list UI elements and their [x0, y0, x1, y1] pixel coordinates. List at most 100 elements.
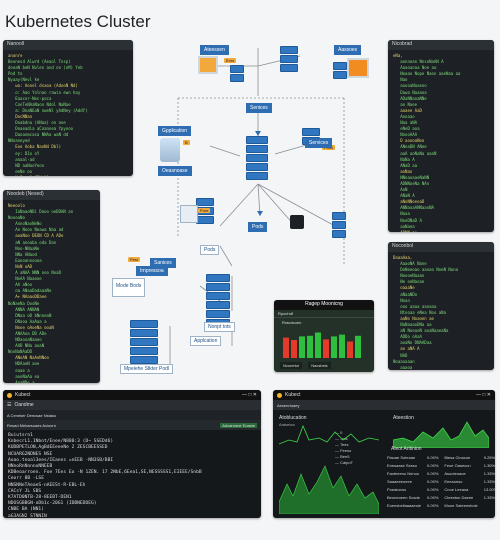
code-line: ANNaoaANNaaoNA — [393, 205, 434, 211]
code-line: ooo aaaa aaeaaa — [393, 303, 437, 309]
table-cell: Saaaeeeoeee — [387, 478, 412, 484]
code-line: ADNN ao — [393, 230, 489, 232]
panel-header: Nanooll — [3, 40, 133, 50]
node-mpeiche[interactable]: Mpeiehe Stkter Podl — [120, 364, 174, 374]
bar — [323, 339, 329, 358]
code-line: AA aNoo — [8, 282, 33, 288]
sub-button[interactable]: Adcanrane Eoawe — [220, 422, 257, 428]
node-services-right[interactable]: Services — [305, 138, 333, 148]
app-name: Kubect — [15, 392, 31, 398]
code-line: NooeaNo — [8, 215, 25, 221]
window-controls-icon[interactable]: — □ ✕ — [476, 392, 491, 398]
table-cell: 0.00% — [427, 478, 439, 484]
code-line: aaaoa — [393, 364, 413, 370]
tag-e: Enrs — [224, 58, 237, 63]
code-line: Daoanmcasa NNAa waN dd — [8, 132, 69, 138]
table-cell: Mooe Sateeeshole — [444, 502, 478, 508]
table-cell: 1.33% — [483, 494, 495, 500]
server-stack-bottom — [130, 320, 158, 365]
table-cell: 0.00% — [427, 494, 439, 500]
code-line: DoNeeoao aaoao NoeN Nana — [393, 267, 459, 273]
node-application[interactable]: Gpplication — [158, 126, 192, 136]
table-cell: 0.00% — [427, 470, 439, 476]
table-cell: Faoteeeno Nenoo — [387, 470, 420, 476]
legend-item: — CalpoT — [335, 460, 354, 465]
code-line: eNeD aoa — [393, 126, 420, 132]
code-line: DaaaAaa, — [393, 255, 413, 260]
table-cell: 1.33% — [483, 478, 495, 484]
code-line: DNaa oD bNnneaN — [8, 312, 52, 318]
node-top-left[interactable]: Ateessen — [200, 45, 229, 55]
monitor-button[interactable]: Nconetor — [280, 362, 303, 369]
code-line: ANoAN NaAeNNoo — [8, 355, 49, 361]
bar — [307, 335, 313, 358]
node-impression[interactable]: Irnpressoa — [136, 266, 168, 276]
code-line: aN NoeaoN aoaNaaeaNa — [393, 328, 449, 334]
code-line: NoooAAA — [393, 132, 418, 138]
code-line: AaaoNA Nane — [393, 261, 427, 267]
mode-bods-box[interactable]: Mode Bods — [112, 278, 146, 297]
table-cell: Feoe Oaseocn — [444, 462, 471, 468]
node-database[interactable]: Oeasnoase — [158, 166, 192, 176]
panel-header: Nicobrad — [388, 40, 494, 50]
code-line: AoaNDe a — [8, 379, 35, 383]
code-line: aNaaNDo — [393, 291, 418, 297]
node-application-lower[interactable]: Applcation — [190, 336, 222, 346]
page-title: Kubernetes Cluster — [5, 12, 151, 31]
tab-row: ☰ Oandme — [3, 400, 261, 410]
code-line: aoaNoo DEON CD A ADe — [8, 233, 64, 239]
terminal-icon — [290, 215, 304, 229]
code-line: Pod to — [8, 71, 23, 77]
code-line: Neeoolo — [8, 203, 25, 208]
code-line: NDAaeN aoe — [8, 361, 40, 367]
code-line: AAD NNa aoaN — [8, 343, 45, 349]
table-row: Faoteeeno Nenoo 0.00% Asooteoaoe 1.33% — [279, 469, 495, 477]
line-chart-left — [279, 424, 379, 445]
table-cell: Beoneoeen Sosde — [387, 494, 420, 500]
table-cell: Eeeaoeso — [444, 478, 463, 484]
panel-header: Noodeb (Nesed) — [3, 190, 100, 200]
table-cell: Poeatonos — [387, 486, 407, 492]
code-line: An Nooo Neawa Naa ad — [8, 227, 64, 233]
code-line: NDaooaNaaeo — [8, 337, 42, 343]
code-line: ADNNoeNa NAn — [393, 180, 430, 186]
node-top-right[interactable]: Aassoes — [334, 45, 362, 55]
legend-item: — Tees — [335, 442, 349, 447]
tag-pore: Pore — [198, 208, 211, 213]
monitor-button[interactable]: Nacsbeis — [308, 362, 331, 369]
panel-header: Ragep Moonicng — [274, 300, 374, 310]
table-cell: Cteeston Daeee — [444, 494, 474, 500]
node-pods-label[interactable]: Pods — [200, 245, 220, 255]
table-cell: Biesa Cinacoe — [444, 454, 471, 460]
code-line: aN anoaba oda Dan — [8, 239, 57, 245]
bar — [315, 332, 321, 358]
legend-item: — 0 — [335, 430, 343, 435]
node-services-top[interactable]: Senices — [246, 103, 272, 113]
table-cell: Asooteoaoe — [444, 470, 466, 476]
code-line: aaNaea — [393, 223, 415, 229]
code-line: NAD — [393, 352, 408, 358]
window-controls-icon[interactable]: — □ ✕ — [242, 392, 257, 398]
config-panel-right-top: Nicobrad eNa, aonnean NnseNaAN A Aaaoaoa… — [388, 40, 494, 232]
code-line: IaNaaoNDi Daoo oeDDAN an — [8, 209, 74, 215]
bar — [347, 341, 353, 358]
code-line: ANaD aa — [393, 162, 418, 168]
tab-icon: ☰ — [7, 402, 12, 408]
kubect-window-right: Kubect — □ ✕ Aesenrtuaey Atoblucation Aa… — [273, 390, 495, 518]
tab-oandme[interactable]: Oandme — [14, 402, 34, 408]
code-line: wa: Aonel dsaoa (AdooN Nd) — [8, 83, 78, 89]
code-line: anaal-ad — [8, 156, 35, 162]
titlebar: Kubect — □ ✕ — [273, 390, 495, 400]
table-cell: Enesaase Sesso — [387, 462, 418, 468]
table-cell — [481, 501, 495, 509]
code-line: NoooeNaaan — [393, 273, 425, 279]
node-napot[interactable]: Nonpt tots — [204, 322, 235, 332]
table-cell: 1.33% — [483, 470, 495, 476]
server-stack-lower — [206, 274, 230, 328]
table-cell: Flaoae Soteoan — [387, 454, 416, 460]
node-pods-mid[interactable]: Pods — [248, 222, 268, 232]
